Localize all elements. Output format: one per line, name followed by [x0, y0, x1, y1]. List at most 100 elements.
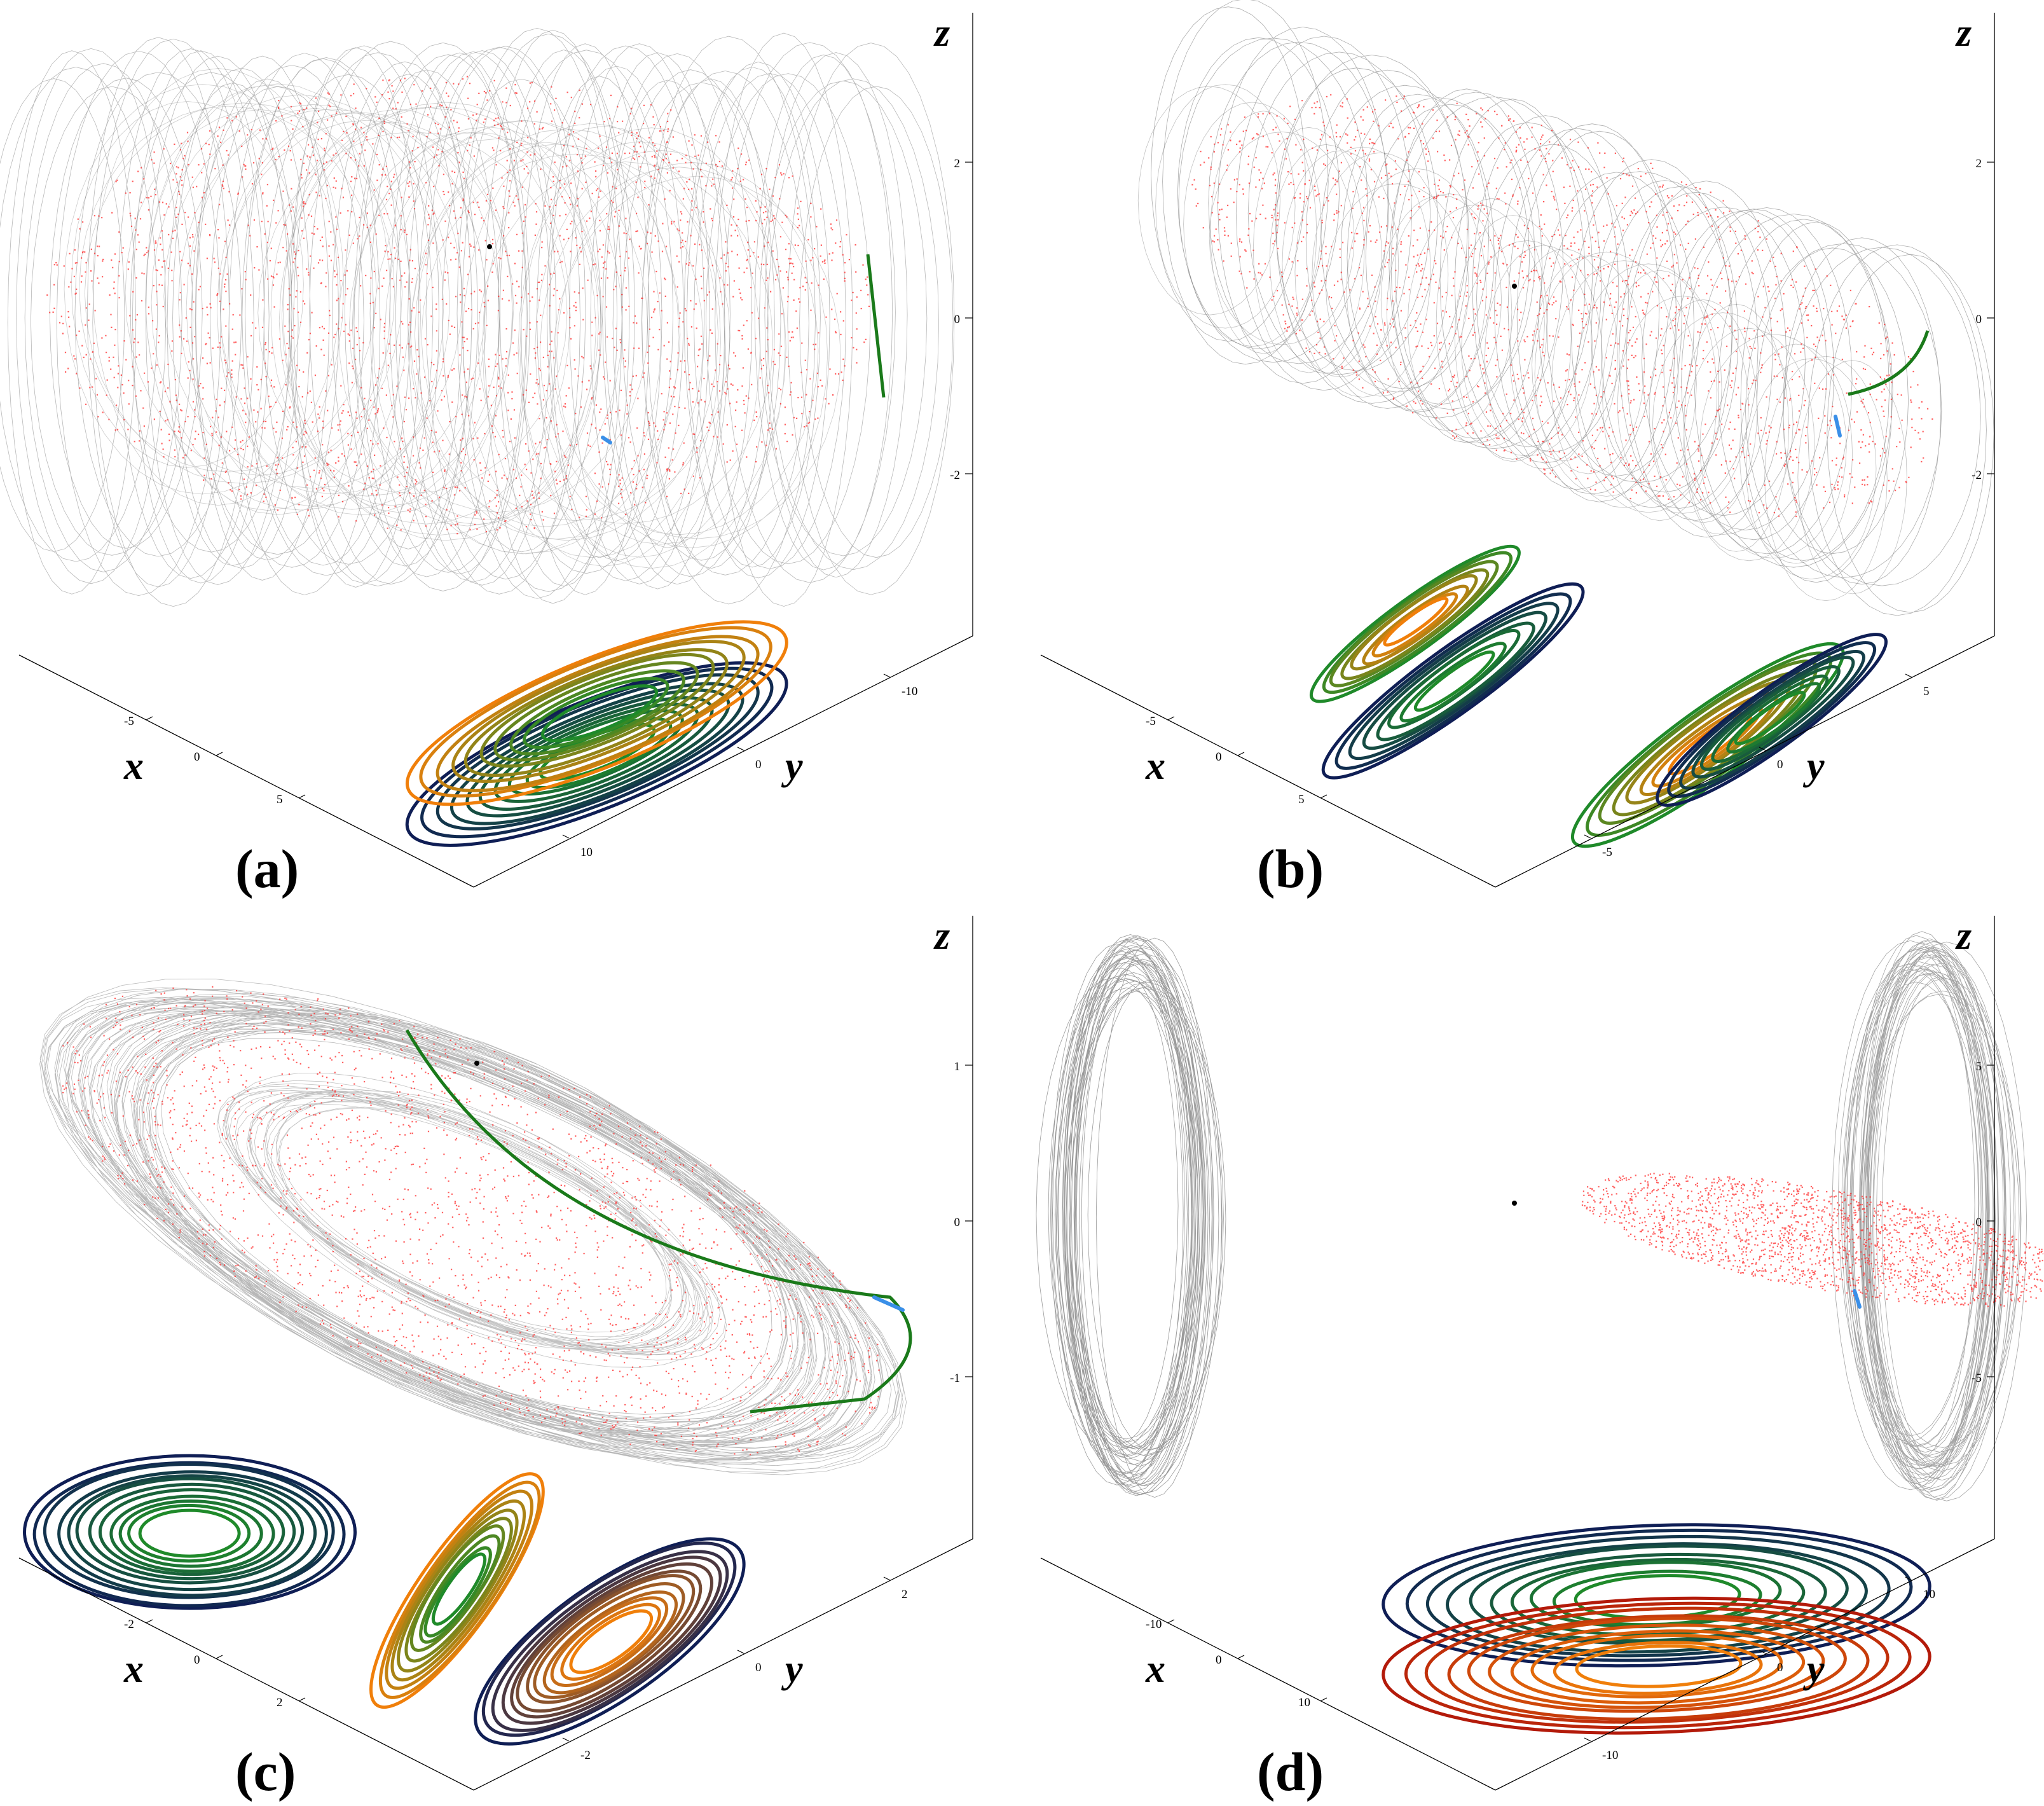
projection-ring	[1656, 633, 1888, 807]
projection-ring	[569, 1609, 654, 1674]
projection-ring	[1488, 1623, 1825, 1709]
projection-ring	[491, 1550, 729, 1732]
z-axis-label: z	[1955, 11, 1972, 55]
projection-ring	[510, 1562, 714, 1719]
y-axis-label: y	[1802, 1648, 1825, 1691]
y-tick-label: -10	[1602, 1749, 1618, 1762]
trajectory-loops	[1036, 934, 1226, 1498]
projection	[22, 1454, 746, 1746]
projection-ring	[109, 1494, 275, 1573]
projection-ring	[1424, 1606, 1890, 1724]
x-axis-label: x	[123, 1648, 144, 1691]
projection-ring	[1382, 1523, 1931, 1668]
projection-ring	[542, 1590, 678, 1695]
y-tick-label: -10	[902, 685, 917, 698]
projection-ring	[1405, 1528, 1913, 1662]
trajectory-loops	[216, 1073, 727, 1368]
y-tick-mark	[883, 1576, 891, 1581]
y-tick-label: 2	[902, 1588, 908, 1601]
blue-marker	[1834, 415, 1842, 438]
y-tick-mark	[1905, 673, 1912, 678]
projection-ring	[1575, 1644, 1743, 1688]
projection-ring	[397, 1508, 519, 1673]
y-tick-mark	[1759, 1650, 1766, 1654]
z-tick-label: 2	[1976, 157, 1982, 170]
green-trajectory-segment	[405, 1029, 912, 1414]
projection-ring	[22, 1454, 357, 1610]
y-axis-line	[1495, 635, 1995, 888]
projection-ring	[1447, 1614, 1870, 1721]
projection-ring	[526, 1574, 696, 1704]
x-tick-label: -5	[124, 715, 134, 728]
trajectory-loops	[64, 68, 841, 569]
equilibrium-point	[487, 244, 492, 249]
panel-label: (c)	[235, 1741, 296, 1802]
projection-ring	[1413, 650, 1495, 712]
y-tick-label: 0	[1777, 1661, 1783, 1674]
panel-label: (b)	[1257, 838, 1324, 899]
projection-ring	[390, 1499, 526, 1682]
x-tick-label: 0	[194, 1653, 200, 1667]
y-tick-label: 0	[755, 758, 762, 771]
projection-ring	[1510, 1629, 1806, 1705]
projection-ring	[1445, 1542, 1868, 1654]
y-tick-label: 0	[1777, 758, 1783, 771]
z-tick-label: 0	[954, 313, 961, 326]
x-axis-label: x	[123, 745, 144, 788]
attractor	[1036, 931, 2043, 1501]
projection-ring	[550, 1596, 669, 1687]
projection-ring	[385, 1489, 534, 1690]
x-axis-label: x	[1145, 1648, 1165, 1691]
projection-ring	[1348, 602, 1560, 761]
trajectory-loops	[1151, 0, 1994, 616]
projection-ring	[541, 684, 659, 743]
projection-ring	[1467, 1616, 1847, 1713]
x-tick-label: 5	[277, 793, 283, 806]
projection-ring	[436, 673, 760, 831]
equilibrium-point	[1512, 284, 1517, 289]
projection-ring	[67, 1474, 317, 1592]
x-axis-line	[18, 654, 474, 888]
projection-ring	[474, 1537, 746, 1746]
projection-ring	[1334, 592, 1572, 770]
z-tick-label: -1	[950, 1372, 960, 1385]
x-axis-label: x	[1145, 745, 1165, 788]
equilibrium-point	[474, 1061, 479, 1066]
trajectory-loops	[39, 979, 907, 1475]
trajectory-loops	[1137, 84, 1907, 602]
x-tick-mark	[298, 1697, 306, 1702]
y-axis-line	[473, 1538, 973, 1791]
x-tick-label: 2	[277, 1696, 283, 1709]
projection-ring	[1362, 584, 1469, 666]
projection-ring	[1425, 1534, 1891, 1658]
y-tick-mark	[562, 834, 570, 839]
projection-ring	[88, 1482, 296, 1581]
y-tick-mark	[562, 1737, 570, 1742]
z-axis-label: z	[1955, 914, 1972, 958]
projection-ring	[57, 1470, 328, 1597]
projection-ring	[1362, 610, 1547, 750]
projection-ring	[436, 635, 760, 792]
projection	[1382, 1523, 1931, 1735]
y-tick-label: 5	[1923, 685, 1930, 698]
projection-ring	[1382, 1596, 1931, 1735]
projection-ring	[43, 1463, 335, 1599]
blue-marker	[601, 436, 612, 445]
projection-ring	[405, 661, 788, 847]
y-tick-mark	[1584, 834, 1591, 839]
attractor	[39, 979, 907, 1475]
projection-ring	[419, 1534, 501, 1644]
poincare-points	[1581, 1173, 2043, 1307]
projection-ring	[423, 1546, 492, 1638]
x-tick-label: 10	[1298, 1696, 1310, 1709]
y-tick-label: 0	[755, 1661, 762, 1674]
equilibrium-point	[1512, 1201, 1517, 1206]
